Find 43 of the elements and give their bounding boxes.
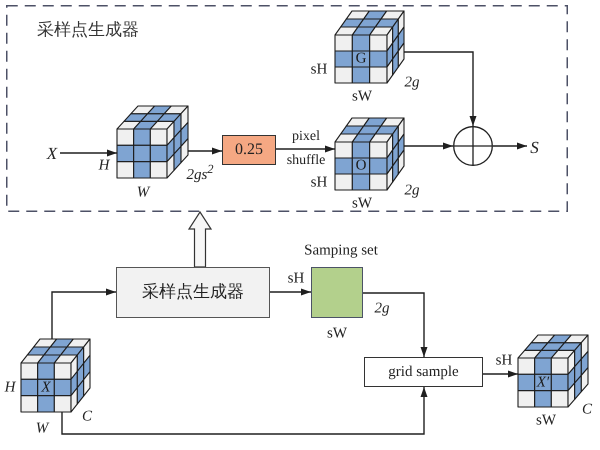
dimension-label: sW [352, 196, 372, 212]
dimension-label: sW [536, 414, 556, 428]
dimension-label: sH [496, 354, 512, 368]
variable-label: X [44, 144, 60, 162]
dimension-label: H [4, 380, 16, 396]
dimension-label: 2g [404, 184, 420, 198]
arrow [60, 150, 117, 156]
dimension-label: C [582, 402, 592, 418]
dimension-label: sW [327, 326, 347, 342]
dimension-label: sH [310, 176, 328, 190]
square-block [311, 267, 363, 318]
arrow [61, 387, 428, 435]
block-caption: Samping set [304, 244, 378, 258]
dimension-label: sH [310, 62, 328, 78]
arrow [188, 148, 222, 154]
process-box: 0.25 [222, 135, 276, 165]
arrow [363, 292, 428, 357]
hollow-arrow [188, 210, 212, 268]
dimension-label: 2g [374, 302, 390, 316]
arrow [276, 146, 335, 152]
arrow [404, 142, 453, 150]
arrow [483, 370, 518, 378]
dimension-label: H [98, 158, 110, 174]
cube-label: X′ [536, 375, 550, 390]
variable-label: S [527, 138, 542, 156]
module-box: 采样点生成器 [116, 267, 270, 318]
arrow [493, 142, 527, 150]
arrow [51, 288, 116, 339]
cube-label: O [356, 158, 366, 174]
cube-label: G [356, 52, 366, 66]
dimension-label: C [82, 410, 92, 424]
dimension-label: W [36, 422, 48, 436]
process-box: grid sample [364, 357, 483, 387]
arrow [404, 51, 476, 126]
dimension-label: 2g [404, 76, 420, 90]
dimension-label: sW [352, 90, 372, 104]
cube-label: X [41, 380, 51, 395]
dimension-label: W [136, 186, 150, 200]
edge-label: pixel shuffle [286, 128, 326, 170]
arrow [270, 288, 311, 296]
dimension-label: 2gs$^{2}$ [186, 163, 214, 183]
dimension-label: sH [288, 272, 304, 286]
frame-title: 采样点生成器 [37, 21, 139, 40]
